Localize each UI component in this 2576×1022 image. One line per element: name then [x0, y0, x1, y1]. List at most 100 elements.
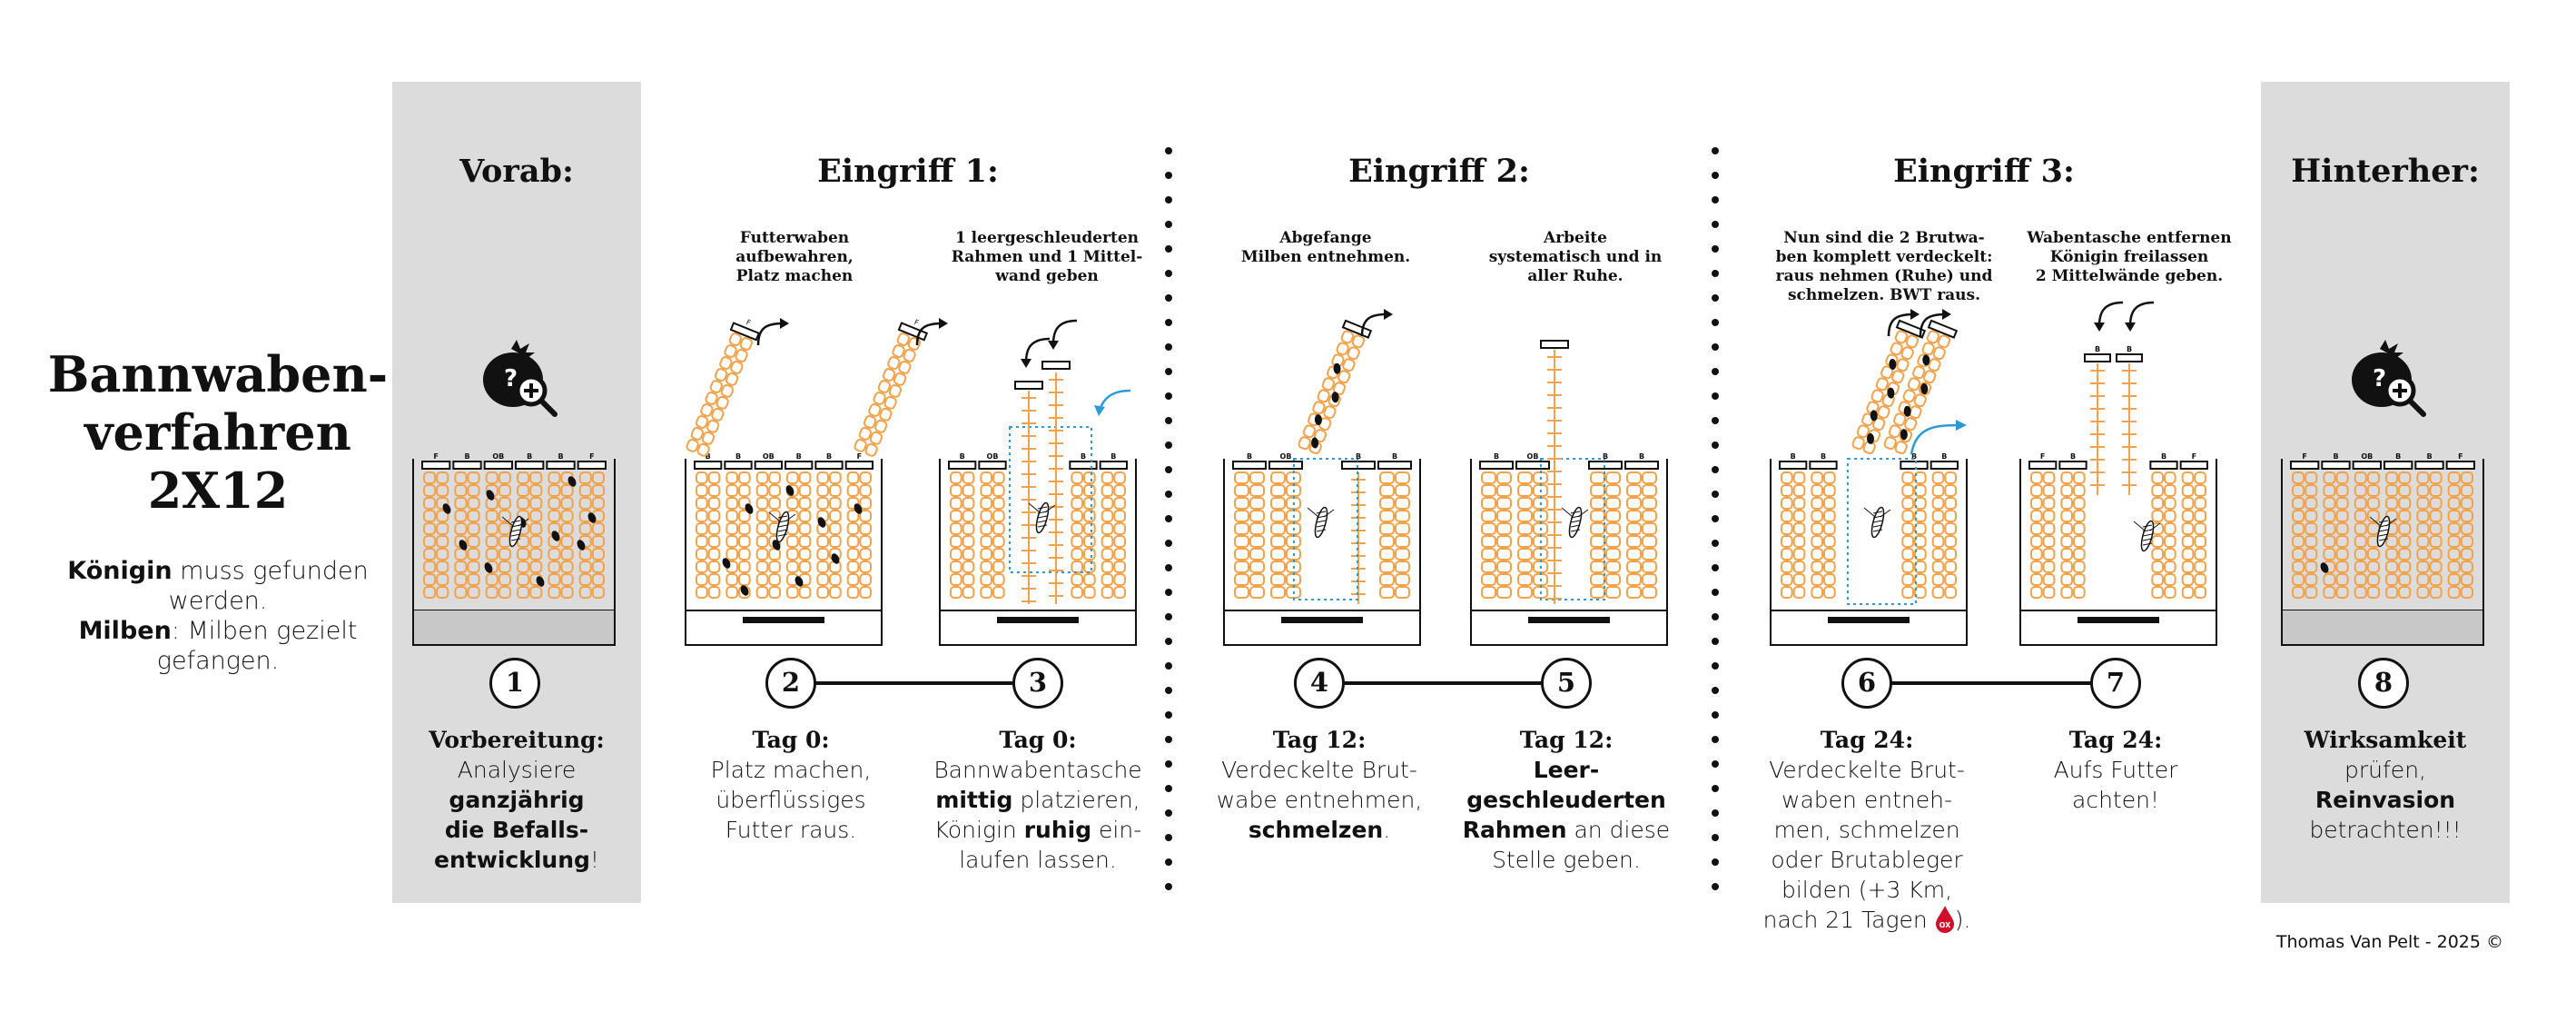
- svg-text:B: B: [796, 452, 802, 461]
- arrow-in-icon: [2094, 301, 2124, 332]
- mite-icon: [1889, 359, 1897, 371]
- svg-text:B: B: [2426, 452, 2432, 461]
- queen-bee-icon: [2133, 520, 2161, 552]
- mite-icon: [551, 531, 560, 541]
- heading-hinterher: Hinterher:: [2291, 153, 2480, 190]
- svg-text:B: B: [1639, 452, 1644, 461]
- mite-icon: [1333, 362, 1341, 374]
- mite-icon: [1922, 354, 1930, 366]
- svg-text:?: ?: [504, 365, 518, 392]
- svg-text:F: F: [2302, 452, 2306, 461]
- intro-queen-text: muss gefunden werden.: [168, 557, 369, 615]
- heading-eingriff-1: Eingriff 1:: [817, 153, 999, 190]
- note-step-6: Nun sind die 2 Brutwa-ben komplett verde…: [1775, 229, 1993, 304]
- mite-icon: [1887, 387, 1895, 399]
- mite-icon: [577, 540, 586, 551]
- mite-icon: [486, 490, 495, 501]
- mite-icon: [587, 512, 597, 523]
- mite-icon: [745, 503, 754, 514]
- queen-bee-icon: [1863, 506, 1891, 539]
- mite-icon: [1920, 382, 1929, 394]
- mite-icon: [795, 576, 804, 587]
- arrow-out-icon: [1360, 309, 1393, 337]
- svg-text:B: B: [735, 452, 741, 461]
- oxalic-drop-icon: OX: [1935, 906, 1954, 933]
- mite-icon: [2320, 562, 2329, 573]
- svg-text:F: F: [857, 452, 862, 461]
- blue-arrow-icon: [1910, 420, 1967, 455]
- step-6: 6: [1841, 658, 1892, 709]
- heading-eingriff-2: Eingriff 2:: [1348, 153, 1530, 190]
- arrow-in-icon: [1021, 337, 1051, 368]
- queen-bee-icon: [2369, 515, 2397, 548]
- step-1: 1: [489, 658, 540, 709]
- svg-text:OB: OB: [987, 452, 999, 461]
- tomato-magnifier-icon: ?: [2352, 340, 2426, 417]
- removed-frame-6b: [1883, 319, 1959, 455]
- svg-text:OB: OB: [1280, 452, 1292, 461]
- svg-text:B: B: [1941, 452, 1947, 461]
- connector-6-7: [1889, 681, 2097, 685]
- svg-text:B: B: [1392, 452, 1397, 461]
- svg-text:B: B: [960, 452, 965, 461]
- removed-frame-6a: [1851, 319, 1927, 455]
- svg-text:F: F: [589, 452, 594, 461]
- svg-text:B: B: [1603, 452, 1608, 461]
- svg-text:B: B: [2395, 452, 2401, 461]
- mite-icon: [1903, 405, 1911, 417]
- caption-step-4: Tag 12: Verdeckelte Brut-wabe entnehmen,…: [1216, 727, 1423, 843]
- svg-text:OB: OB: [2361, 452, 2373, 461]
- svg-text:B: B: [2161, 452, 2166, 461]
- svg-text:B: B: [2095, 345, 2100, 353]
- queen-bee-icon: [501, 515, 529, 548]
- svg-text:B: B: [1356, 452, 1361, 461]
- mite-icon: [740, 585, 749, 596]
- mite-icon: [854, 503, 863, 514]
- svg-text:F: F: [2458, 452, 2462, 461]
- svg-text:F: F: [2040, 452, 2045, 461]
- svg-text:OB: OB: [1527, 452, 1539, 461]
- connector-4-5: [1342, 681, 1551, 685]
- separator-2: [1712, 147, 1719, 908]
- separator-1: [1165, 147, 1172, 908]
- svg-text:B: B: [2127, 345, 2132, 353]
- queen-bee-icon: [1028, 501, 1056, 534]
- svg-text:F: F: [433, 452, 438, 461]
- arrow-out-icon: [1919, 309, 1951, 337]
- svg-text:B: B: [558, 452, 563, 461]
- queen-bee-icon: [1307, 506, 1335, 539]
- mite-icon: [1866, 432, 1874, 444]
- mite-icon: [568, 476, 577, 487]
- svg-text:OX: OX: [1939, 921, 1951, 929]
- svg-text:B: B: [2070, 452, 2076, 461]
- step-3: 3: [1012, 658, 1063, 709]
- heading-vorab: Vorab:: [459, 153, 574, 190]
- svg-text:B: B: [527, 452, 532, 461]
- arrow-in-icon: [1048, 319, 1078, 350]
- step-2: 2: [765, 658, 816, 709]
- svg-text:?: ?: [2373, 365, 2386, 392]
- svg-text:F: F: [913, 318, 920, 327]
- connector-2-3: [815, 681, 1024, 685]
- svg-text:B: B: [1911, 452, 1917, 461]
- mite-icon: [442, 503, 451, 514]
- mite-icon: [484, 562, 493, 573]
- mite-icon: [1311, 437, 1319, 449]
- intro-mites-label: Milben: [78, 617, 172, 645]
- svg-text:B: B: [1821, 452, 1826, 461]
- arrow-out-icon: [756, 318, 789, 346]
- mite-icon: [1900, 429, 1908, 441]
- mite-icon: [722, 558, 731, 569]
- removed-frame-2a: F: [686, 318, 761, 457]
